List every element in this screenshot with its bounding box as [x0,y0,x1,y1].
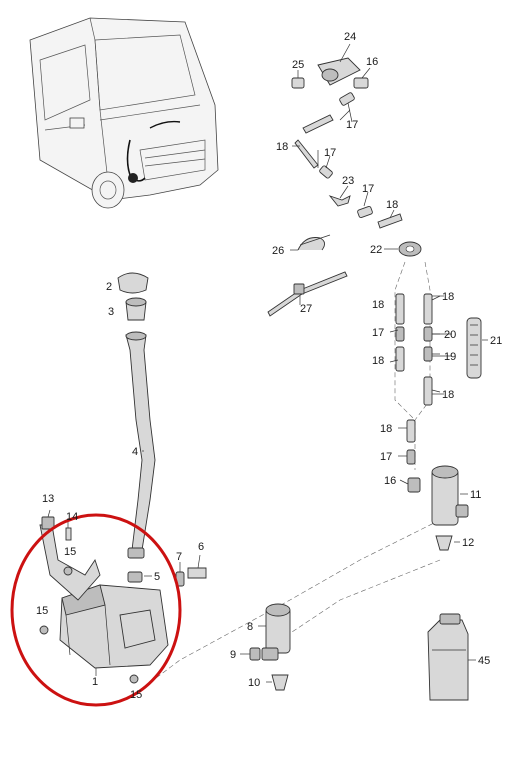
callout-15: 15 [130,689,142,701]
callout-17: 17 [362,183,374,195]
callout-9: 9 [230,649,236,661]
nozzle-assembly [291,57,422,257]
callout-18: 18 [372,355,384,367]
washer-reservoir [39,516,207,684]
callout-27: 27 [300,303,312,315]
callout-23: 23 [342,175,354,187]
callout-18: 18 [372,299,384,311]
highlight-circle [10,513,182,707]
callout-17: 17 [372,327,384,339]
callout-2: 2 [106,281,112,293]
callout-5: 5 [154,571,160,583]
fluid-bottle [427,613,469,701]
callout-26: 26 [272,245,284,257]
callout-24: 24 [344,31,356,43]
callout-6: 6 [198,541,204,553]
callout-17: 17 [346,119,358,131]
callout-16: 16 [366,56,378,68]
callout-20: 20 [444,329,456,341]
callout-18: 18 [442,389,454,401]
callout-11: 11 [470,489,481,501]
callout-15: 15 [64,546,76,558]
cable-ties [267,234,348,317]
pump-11 [431,465,469,551]
callout-13: 13 [42,493,54,505]
callout-18: 18 [276,141,288,153]
pipe-segments [389,293,482,493]
filler-neck [125,331,156,559]
callout-18: 18 [442,291,454,303]
callout-15: 15 [36,605,48,617]
callout-10: 10 [248,677,260,689]
leader-lines [47,43,488,683]
callout-25: 25 [292,59,304,71]
callout-1: 1 [92,676,98,688]
callout-labels: 24 25 16 17 18 17 23 17 18 26 22 2 3 27 … [36,31,502,701]
callout-18: 18 [386,199,398,211]
callout-17: 17 [324,147,336,159]
callout-8: 8 [247,621,253,633]
callout-19: 19 [444,351,456,363]
filler-cap [117,272,149,321]
callout-22: 22 [370,244,382,256]
van-illustration [29,17,219,209]
callout-17: 17 [380,451,392,463]
callout-45: 45 [478,655,490,667]
pump-8 [249,603,291,691]
callout-3: 3 [108,306,114,318]
callout-14: 14 [66,511,78,523]
callout-12: 12 [462,537,474,549]
callout-18: 18 [380,423,392,435]
callout-7: 7 [176,551,182,563]
callout-21: 21 [490,335,502,347]
callout-4: 4 [132,446,138,458]
callout-16: 16 [384,475,396,487]
